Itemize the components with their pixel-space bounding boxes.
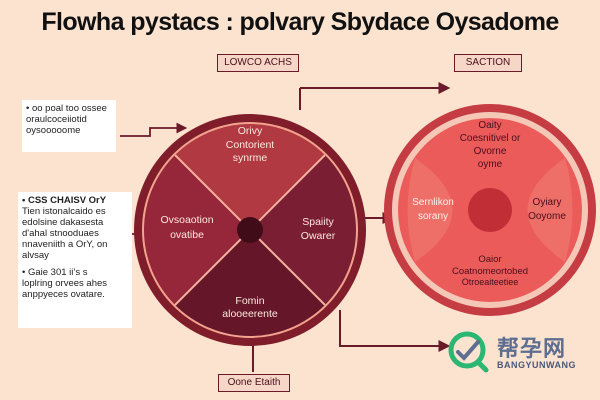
left-bottom-label: alooeerente: [222, 308, 278, 320]
left-right-label: Spaiity: [302, 216, 334, 228]
right-center-hub: [468, 188, 512, 232]
right-bottom-label: Coatnomeortobed: [452, 266, 528, 277]
note-line: Tien istonalcaido es: [22, 206, 106, 217]
note-line: • oo poal too ossee: [26, 103, 107, 114]
left-top-label: Orivy: [238, 125, 263, 137]
left-segment-right: [250, 124, 356, 336]
page-title: Flowha pystacs : polvary Sbydace Oysadom…: [41, 8, 559, 36]
note-line: alvsay: [22, 250, 49, 261]
note-line: oraulcoceiiotid: [26, 114, 87, 125]
watermark-en: BANGYUNWANG: [497, 360, 576, 370]
note-line: nnaveniith a OrY, on: [22, 239, 108, 250]
left-left-label: Ovsoaotion: [160, 214, 213, 226]
note-line: loplring orvees ahes: [22, 278, 108, 289]
note-line: • CSS CHAISV OrY: [22, 195, 107, 206]
note-line: oysooooome: [26, 125, 81, 136]
connector-note-top: [120, 122, 188, 137]
tag-top-left: LOWCO ACHS: [217, 54, 299, 72]
right-right-label: Oyiary: [533, 197, 562, 208]
left-segment-left: [144, 124, 250, 336]
tag-top-right: SACTION: [454, 54, 522, 72]
right-top-label: oyme: [478, 159, 503, 170]
left-top-label: Contorient: [226, 139, 275, 151]
right-top-label: Coesnitivel or: [460, 133, 521, 144]
watermark-logo-icon: [448, 331, 489, 373]
left-segment-bottom: [144, 230, 356, 336]
right-bottom-label: Oaior: [478, 254, 501, 265]
left-center-hub: [237, 217, 263, 243]
left-left-label: ovatibe: [170, 229, 204, 241]
left-segment-top: [144, 124, 356, 230]
right-top-label: Ovorne: [474, 146, 507, 157]
right-left-label: sorany: [418, 211, 448, 222]
note-line: d'ahal stnooduaes: [22, 228, 99, 239]
left-top-label: synrme: [233, 152, 268, 164]
note-line: • Gaie 301 ii’s s: [22, 267, 88, 278]
note-line: anppyeces ovatare.: [22, 289, 105, 300]
note-line: edolsine dakasesta: [22, 217, 104, 228]
note-middle: • CSS CHAISV OrY Tien istonalcaido es ed…: [18, 192, 132, 328]
tag-bottom: Oone Etaith: [218, 374, 290, 392]
note-top: • oo poal too ossee oraulcoceiiotid oyso…: [22, 100, 116, 152]
watermark-cn: 帮孕网: [497, 337, 567, 362]
connector-bottom: [339, 310, 451, 352]
right-bottom-label: Otroeaiteetiee: [462, 277, 519, 287]
right-right-label: Ooyome: [528, 211, 566, 222]
left-right-label: Owarer: [301, 230, 336, 242]
left-bottom-label: Fomin: [235, 295, 264, 307]
right-top-label: Oaity: [478, 120, 501, 131]
right-left-label: Sernlikon: [412, 197, 454, 208]
